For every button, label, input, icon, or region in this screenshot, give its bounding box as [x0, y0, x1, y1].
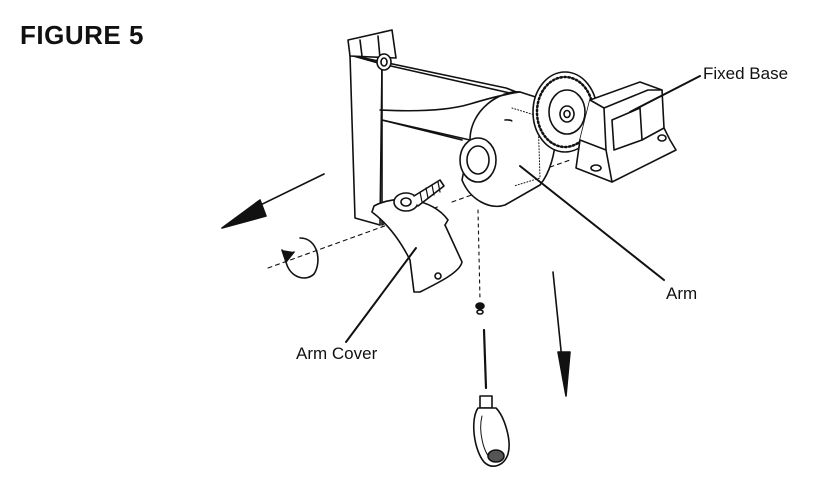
- pull-arrow: [222, 174, 324, 228]
- down-arrow: [553, 272, 570, 396]
- arm-screw: [394, 180, 444, 211]
- label-arm: Arm: [666, 284, 698, 303]
- small-screw: [476, 303, 484, 314]
- leader-arm-cover: [346, 248, 416, 342]
- screwdriver: [474, 330, 509, 466]
- arm-cover: [372, 199, 462, 292]
- plate-screw: [377, 54, 391, 70]
- wall-plate: [348, 30, 532, 225]
- screw-axis-line: [478, 210, 480, 300]
- fixed-base: [576, 82, 676, 182]
- arm-body: [380, 92, 556, 206]
- figure-title: FIGURE 5: [20, 20, 144, 50]
- rotation-arrow: [282, 238, 318, 278]
- label-fixed-base: Fixed Base: [703, 64, 789, 83]
- leader-lines: [346, 76, 700, 342]
- gear: [533, 72, 597, 152]
- label-arm-cover: Arm Cover: [296, 344, 378, 363]
- leader-arm: [520, 166, 664, 280]
- leader-fixed-base: [630, 76, 700, 112]
